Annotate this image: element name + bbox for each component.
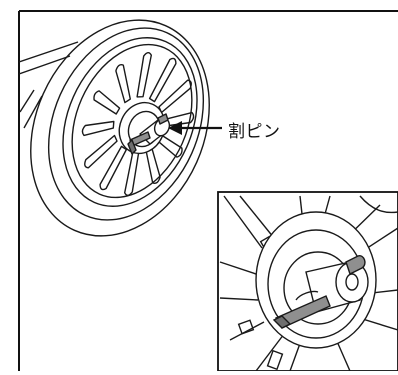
split-pin-label: 割ピン	[228, 122, 281, 142]
spoke-opening	[84, 134, 118, 169]
spoke-opening	[93, 90, 121, 115]
spoke-opening	[155, 133, 183, 158]
spoke-opening	[124, 150, 140, 196]
spoke-opening	[148, 57, 177, 103]
spoke-opening	[81, 120, 115, 137]
spoke-opening	[145, 144, 161, 184]
split-pin	[127, 113, 169, 155]
spoke-opening	[161, 111, 195, 128]
inset-detail	[217, 191, 398, 372]
spoke-opening	[158, 79, 192, 114]
spoke-opening	[115, 64, 131, 104]
spoke-opening	[136, 52, 152, 98]
callout-arrow	[168, 121, 222, 135]
inset-split-pin	[272, 255, 366, 329]
wheel-spokes	[81, 52, 195, 196]
axle-frame	[19, 41, 79, 129]
spoke-opening	[99, 145, 128, 191]
figure-frame	[18, 10, 398, 371]
tire	[30, 19, 210, 237]
